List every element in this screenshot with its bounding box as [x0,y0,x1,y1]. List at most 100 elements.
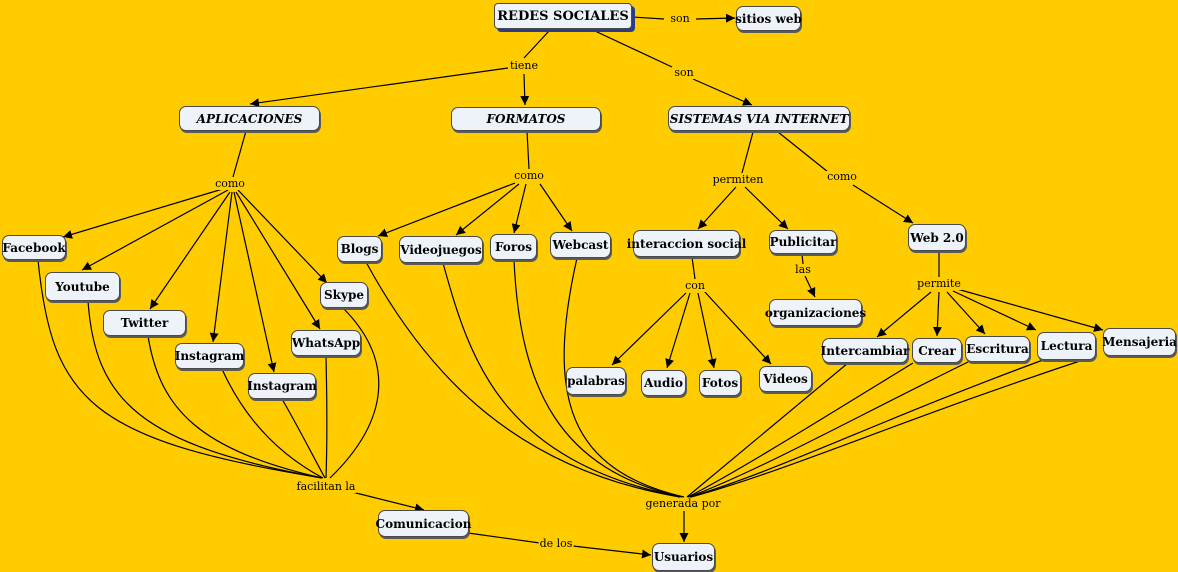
line-como-foros [511,183,527,234]
curve-videojuegos-generada [442,262,681,498]
line-root-son [631,16,665,20]
link-label-de-los: de los [538,537,574,550]
line-permiten-publicitar [744,186,789,230]
node-organizaciones[interactable]: organizaciones [765,299,866,326]
line-sis-como [777,131,829,173]
node-blogs[interactable]: Blogs [337,236,382,262]
line-sis-permiten [741,131,754,174]
node-usuarios[interactable]: Usuarios [652,543,715,571]
node-formatos[interactable]: FORMATOS [451,107,601,131]
node-instagram-2[interactable]: Instagram [247,373,317,399]
node-intercambiar[interactable]: Intercambiar [821,338,909,363]
curve-crear-generada [687,362,914,498]
node-webcast[interactable]: Webcast [550,232,611,258]
node-sitios-web[interactable]: sitios web [735,6,802,31]
line-root-son2 [594,30,673,68]
node-palabras[interactable]: palabras [566,367,626,395]
line-con-palabras [611,292,687,366]
line-con-videos [703,290,772,365]
node-comunicacion[interactable]: Comunicacion [376,510,471,537]
line-como-whatsapp [235,191,321,330]
node-twitter[interactable]: Twitter [103,310,186,336]
curve-escritura-generada [688,361,969,498]
link-label-como-sistemas: como [826,170,858,183]
curve-whatsapp-facilitan [325,355,328,479]
curve-instagram1-facilitan [221,368,324,479]
line-como-web20 [852,184,914,224]
line-pub-las [801,253,804,265]
node-facebook[interactable]: Facebook [2,235,66,260]
curve-foros-generada [513,259,683,498]
line-facilitan-comunicacion [351,491,425,513]
line-permite-mensajeria [956,288,1104,332]
line-int-con [691,256,696,280]
node-lectura[interactable]: Lectura [1037,332,1096,360]
line-como-skype [237,189,328,284]
line-con-audio [665,292,691,369]
node-videos[interactable]: Videos [759,366,812,392]
link-label-permiten: permiten [711,173,765,186]
line-son-sitios [695,13,736,23]
link-label-permite: permite [916,277,962,290]
line-tiene-aplicaciones [249,67,509,108]
node-youtube[interactable]: Youtube [45,272,120,301]
node-interaccion-social[interactable]: interaccion social [627,230,746,257]
line-delos-usuarios [572,545,652,559]
curve-intercambiar-generada [686,362,849,498]
line-como-webcast [539,183,573,232]
line-permite-crear [932,291,942,337]
curve-lectura-generada [689,359,1044,498]
link-label-son-sitios: son [669,12,691,25]
link-label-son-sistemas: son [673,66,695,79]
node-web-2-0[interactable]: Web 2.0 [908,224,966,251]
node-redes-sociales[interactable]: REDES SOCIALES [494,3,632,29]
line-como-videojuegos [455,183,520,236]
link-label-tiene: tiene [508,59,540,72]
curve-skype-facilitan [329,307,380,479]
line-permite-lectura [952,290,1037,331]
node-crear[interactable]: Crear [912,338,962,363]
curve-mensajeria-generada [690,355,1096,498]
node-escritura[interactable]: Escritura [965,336,1030,362]
curve-twitter-facilitan [147,335,323,479]
link-label-facilitan-la: facilitan la [295,480,357,493]
line-como-youtube [81,189,229,271]
line-como-instagram2 [233,191,277,373]
line-como-blogs [377,182,516,237]
node-mensajeria[interactable]: Mensajeria [1102,328,1177,356]
line-tiene-formatos [520,73,530,106]
curve-youtube-facilitan [87,300,323,479]
line-apl-como [232,130,247,178]
curve-instagram2-facilitan [281,398,326,479]
line-las-org [804,275,816,298]
node-audio[interactable]: Audio [641,370,686,396]
node-instagram-1[interactable]: Instagram [175,343,244,369]
node-skype[interactable]: Skype [320,282,368,308]
curve-blogs-generada [365,261,681,498]
node-sistemas-via-internet[interactable]: SISTEMAS VIA INTERNET [668,106,850,131]
line-for-como [526,130,530,170]
curve-facebook-facilitan [37,259,323,479]
node-publicitar[interactable]: Publicitar [769,230,837,254]
line-como-twitter [149,191,231,310]
line-com-delos [467,532,541,544]
node-whatsapp[interactable]: WhatsApp [291,330,361,356]
line-como-facebook [62,187,227,239]
line-root-tiene [523,30,550,59]
link-label-como-aplicaciones: como [214,177,246,190]
link-label-las: las [794,263,812,276]
line-permiten-interaccion [697,186,737,230]
node-videojuegos[interactable]: Videojuegos [399,236,483,263]
node-fotos[interactable]: Fotos [699,370,741,396]
link-label-con: con [684,279,706,292]
link-label-como-formatos: como [513,169,545,182]
node-aplicaciones[interactable]: APLICACIONES [179,106,320,131]
node-foros[interactable]: Foros [490,234,537,260]
line-como-instagram1 [209,191,233,343]
link-label-generada-por: generada por [644,497,722,510]
curve-webcast-generada [563,257,685,498]
line-permite-escritura [946,291,986,335]
line-son2-sistemas [692,78,753,106]
line-con-fotos [697,292,717,369]
